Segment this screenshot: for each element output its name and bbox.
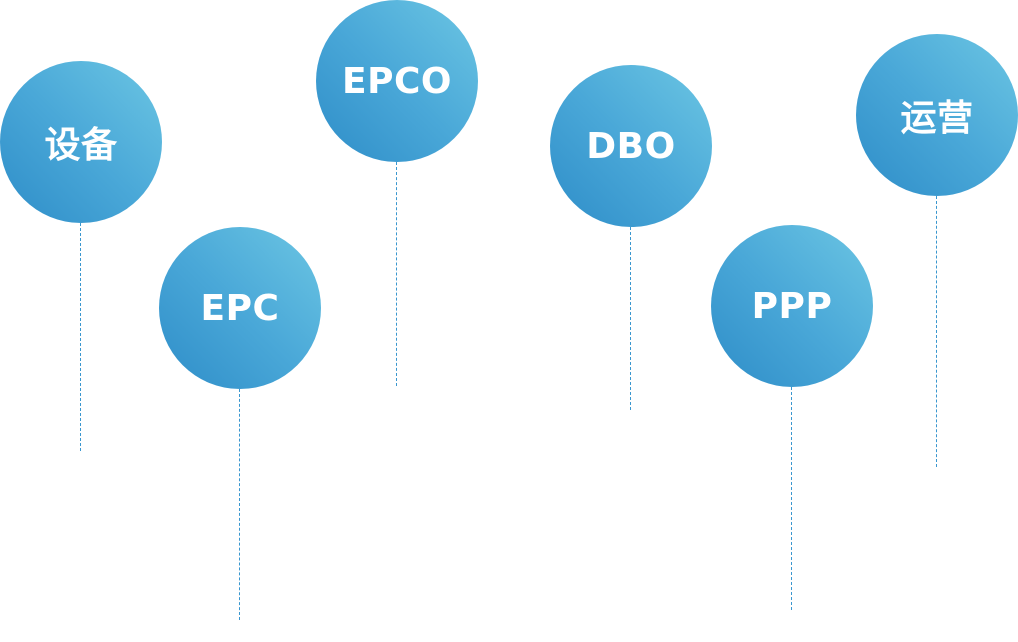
node-label: 运营 [900, 98, 974, 139]
node-circle: EPCO [316, 0, 478, 162]
node-label: 设备 [44, 125, 118, 166]
dashed-stem [936, 196, 937, 467]
node-label: EPC [200, 287, 280, 329]
node-epco: EPCO [316, 0, 478, 386]
node-circle: 设备 [0, 61, 162, 223]
dashed-stem [791, 387, 792, 610]
node-circle: EPC [159, 227, 321, 389]
node-yunying: 运营 [856, 34, 1018, 467]
dashed-stem [80, 223, 81, 451]
node-circle: PPP [711, 225, 873, 387]
node-circle: 运营 [856, 34, 1018, 196]
node-shebei: 设备 [0, 61, 162, 451]
dashed-stem [239, 389, 240, 620]
node-label: DBO [586, 125, 676, 167]
dashed-stem [396, 162, 397, 386]
node-circle: DBO [550, 65, 712, 227]
node-label: PPP [751, 285, 833, 327]
dashed-stem [630, 227, 631, 410]
node-epc: EPC [159, 227, 321, 620]
node-label: EPCO [342, 60, 452, 102]
node-ppp: PPP [711, 225, 873, 610]
node-dbo: DBO [550, 65, 712, 410]
